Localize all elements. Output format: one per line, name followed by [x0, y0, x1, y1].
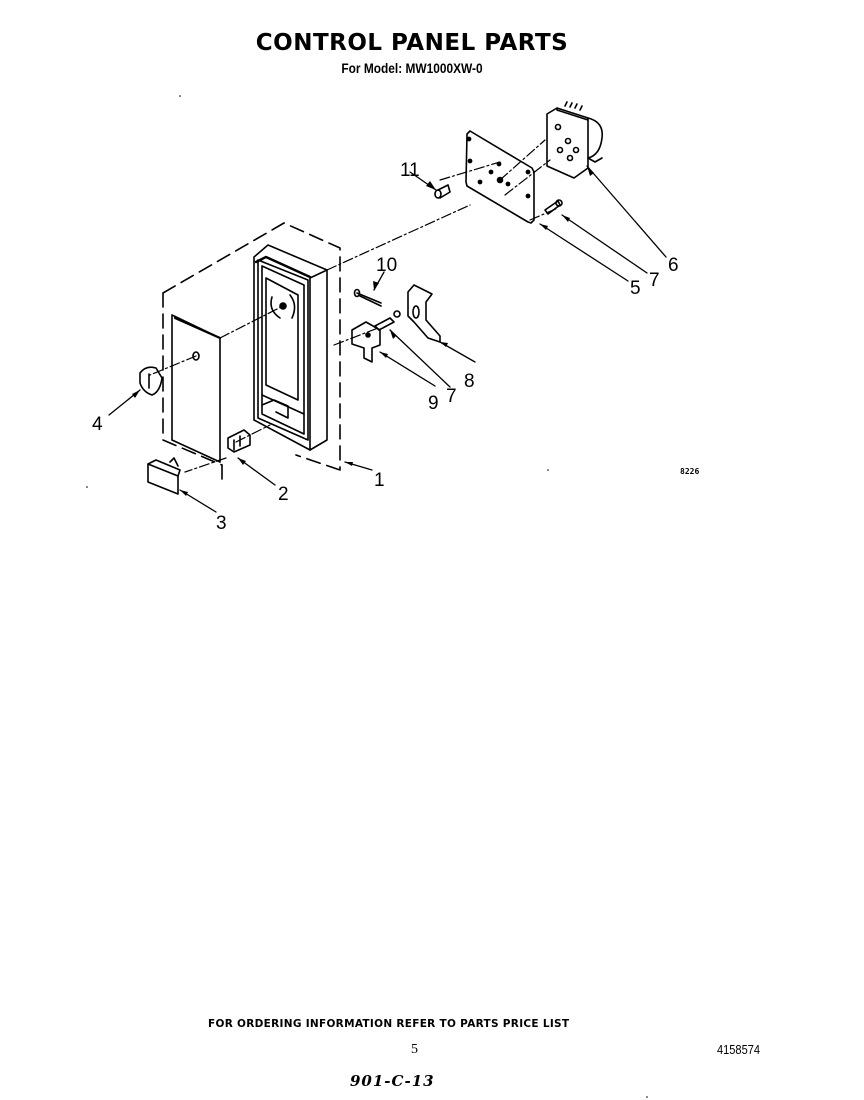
callout-6: 6: [668, 255, 679, 276]
part-11-screw: [434, 184, 451, 199]
callout-1: 1: [374, 470, 385, 491]
part-7-screw-left: [374, 317, 395, 331]
callout-10: 10: [376, 255, 397, 276]
callout-11: 11: [400, 160, 420, 181]
assembly-leader-lines: [149, 139, 559, 473]
callout-3: 3: [216, 513, 227, 534]
part-7-screw-right: [544, 199, 563, 215]
part-2-switch: [227, 429, 251, 453]
callout-4: 4: [92, 414, 103, 435]
part-10-screw: [353, 288, 382, 307]
page-title: CONTROL PANEL PARTS: [255, 30, 569, 56]
handwritten-note: 901-C-13: [350, 1072, 435, 1090]
arrow-heads: [132, 166, 594, 496]
callout-5: 5: [630, 278, 641, 299]
document-number: 4158574: [717, 1042, 761, 1057]
panel-assembly-outline: [162, 222, 341, 481]
part-9-bracket: [351, 321, 381, 363]
part-8-lever: [393, 284, 441, 343]
part-6-timer-motor: [546, 101, 604, 179]
callout-7-left: 7: [446, 386, 457, 407]
callout-8: 8: [464, 371, 475, 392]
part-3-button: [147, 457, 181, 495]
callout-2: 2: [278, 484, 289, 505]
callout-arrows: [108, 165, 667, 513]
callout-9: 9: [428, 393, 439, 414]
control-panel-body: [253, 244, 328, 451]
figure-code: 8226: [680, 467, 700, 476]
page-number: 5: [411, 1042, 418, 1057]
front-overlay-panel: [171, 314, 222, 463]
callout-7-right: 7: [649, 270, 660, 291]
model-subtitle: For Model: MW1000XW-0: [341, 60, 483, 76]
scan-specks: [86, 95, 648, 1098]
callout-labels: 11 6 7 5 10 8 9 7 4 1 2 3: [92, 160, 679, 534]
part-5-mounting-plate: [465, 130, 535, 224]
ordering-note: FOR ORDERING INFORMATION REFER TO PARTS …: [208, 1018, 570, 1030]
part-4-knob: [139, 366, 163, 396]
